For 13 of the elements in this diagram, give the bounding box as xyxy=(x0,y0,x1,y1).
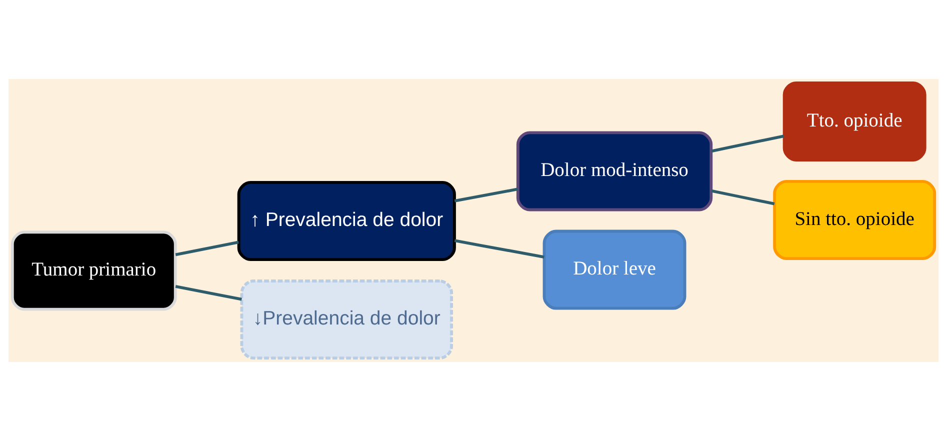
node-box: ↑ Prevalencia de dolor xyxy=(237,180,456,260)
connector xyxy=(454,187,518,202)
connector xyxy=(711,134,784,152)
connector xyxy=(711,188,775,205)
node-box: Tumor primario xyxy=(10,230,177,310)
node-box: Sin tto. opioide xyxy=(773,180,936,260)
connector xyxy=(175,284,242,300)
node-box: Dolor leve xyxy=(542,229,686,310)
node-box: Dolor mod-intenso xyxy=(516,130,713,211)
connector xyxy=(175,240,239,256)
node-box: Tto. opioide xyxy=(782,80,926,161)
node-box: ↓Prevalencia de dolor xyxy=(240,279,453,360)
connector xyxy=(454,238,544,258)
